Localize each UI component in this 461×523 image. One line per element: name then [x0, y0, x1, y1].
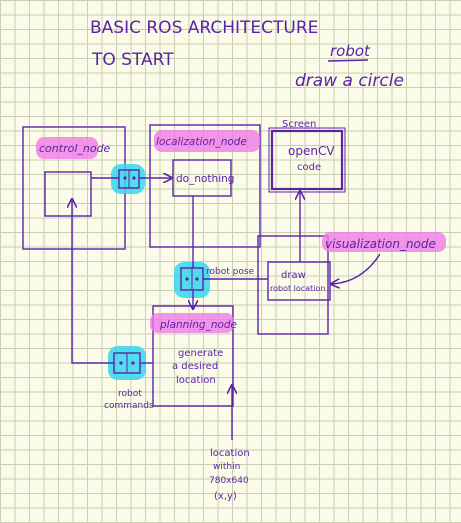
planning-inner-line2: a desired	[172, 361, 218, 372]
planning-node-highlight	[150, 313, 234, 333]
screen-opencv-text: openCV	[288, 144, 335, 158]
screen-label: Screen	[282, 119, 316, 130]
input-note-line2: within	[213, 462, 240, 472]
screen-box	[270, 129, 344, 191]
localization-inner-box	[172, 159, 232, 197]
input-note-line3: 780x640	[209, 476, 249, 486]
goal-robot-label: robot	[330, 42, 371, 60]
localization-node-highlight	[154, 130, 260, 152]
edge-commands-to-control	[72, 200, 114, 364]
topic-localization-highlight	[111, 164, 145, 194]
planning-node-label: planning_node	[159, 319, 237, 331]
topic-localization-dot-right	[132, 176, 136, 180]
topic-robot-pose-dot-left	[185, 277, 189, 281]
visualization-node-label: visualization_node	[325, 237, 436, 251]
planning-inner-line3: location	[176, 375, 216, 386]
topic-robot-pose-label: robot pose	[206, 267, 255, 277]
goal-draw-circle: draw a circle	[295, 71, 404, 91]
topic-robot-pose-dot-right	[195, 277, 199, 281]
control-node-label: control_node	[39, 142, 111, 155]
diagram-title-line1: BASIC ROS ARCHITECTURE	[90, 18, 318, 38]
topic-robot-commands-label2: commands	[104, 401, 154, 411]
edge-visualization-label-pointer	[332, 253, 381, 284]
visualization-node-highlight	[322, 232, 446, 252]
diagram-title-line2: TO START	[91, 50, 174, 70]
topic-robot-commands-label1: robot	[118, 389, 142, 399]
control-node-highlight	[36, 137, 98, 159]
localization-node-box	[149, 124, 261, 248]
control-node-inner-box	[44, 171, 92, 217]
goal-underline	[327, 59, 369, 62]
topic-robot-commands-dot-left	[119, 361, 123, 365]
input-note-line4: (x,y)	[214, 491, 237, 502]
localization-node-label: localization_node	[156, 136, 247, 148]
visualization-node-box	[257, 235, 329, 335]
screen-code-text: code	[297, 162, 321, 173]
topic-robot-commands-dot-right	[131, 361, 135, 365]
visualization-inner-box	[267, 261, 331, 301]
localization-inner-label: do_nothing	[176, 173, 234, 185]
visualization-inner-line2: robot location	[270, 284, 325, 293]
screen-box-outline	[268, 127, 346, 193]
input-note-line1: location	[210, 448, 250, 459]
topic-localization-dot-left	[123, 176, 127, 180]
planning-inner-line1: generate	[178, 348, 223, 359]
visualization-inner-line1: draw	[281, 270, 306, 281]
